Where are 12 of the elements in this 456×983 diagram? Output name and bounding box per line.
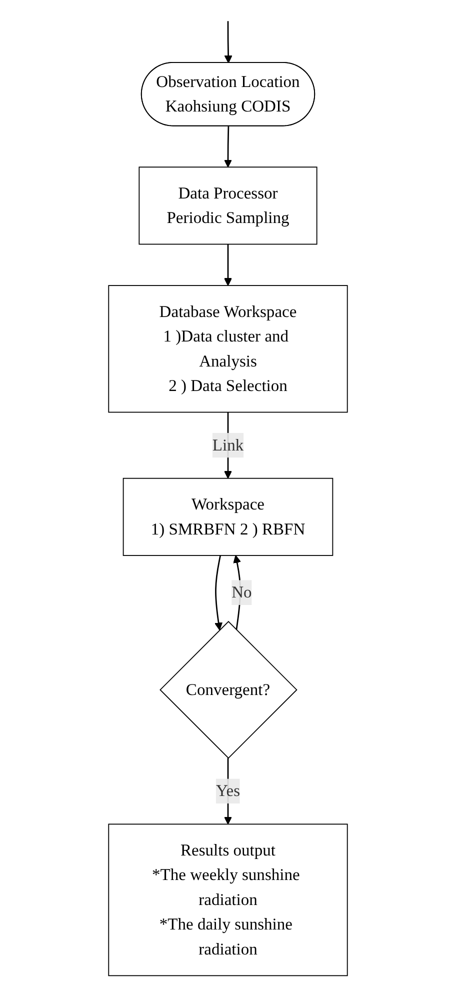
edge-label: Link — [212, 436, 244, 454]
node-box: Workspace 1) SMRBFN 2 ) RBFN — [122, 478, 334, 556]
node-box: Data Processor Periodic Sampling — [138, 166, 318, 245]
edge-label: Yes — [216, 781, 240, 800]
edge-label: No — [232, 582, 252, 602]
arrow — [224, 244, 232, 286]
arrow — [224, 21, 232, 64]
node-diamond: Convergent? — [160, 620, 298, 759]
arrow — [214, 555, 223, 630]
node-box: Database Workspace 1 )Data cluster and Analysis 2 ) Data Selection — [108, 285, 348, 413]
arrow — [224, 126, 232, 168]
node-box: Results output *The weekly sunshine radiation *The daily sunshine radiation — [108, 824, 348, 976]
